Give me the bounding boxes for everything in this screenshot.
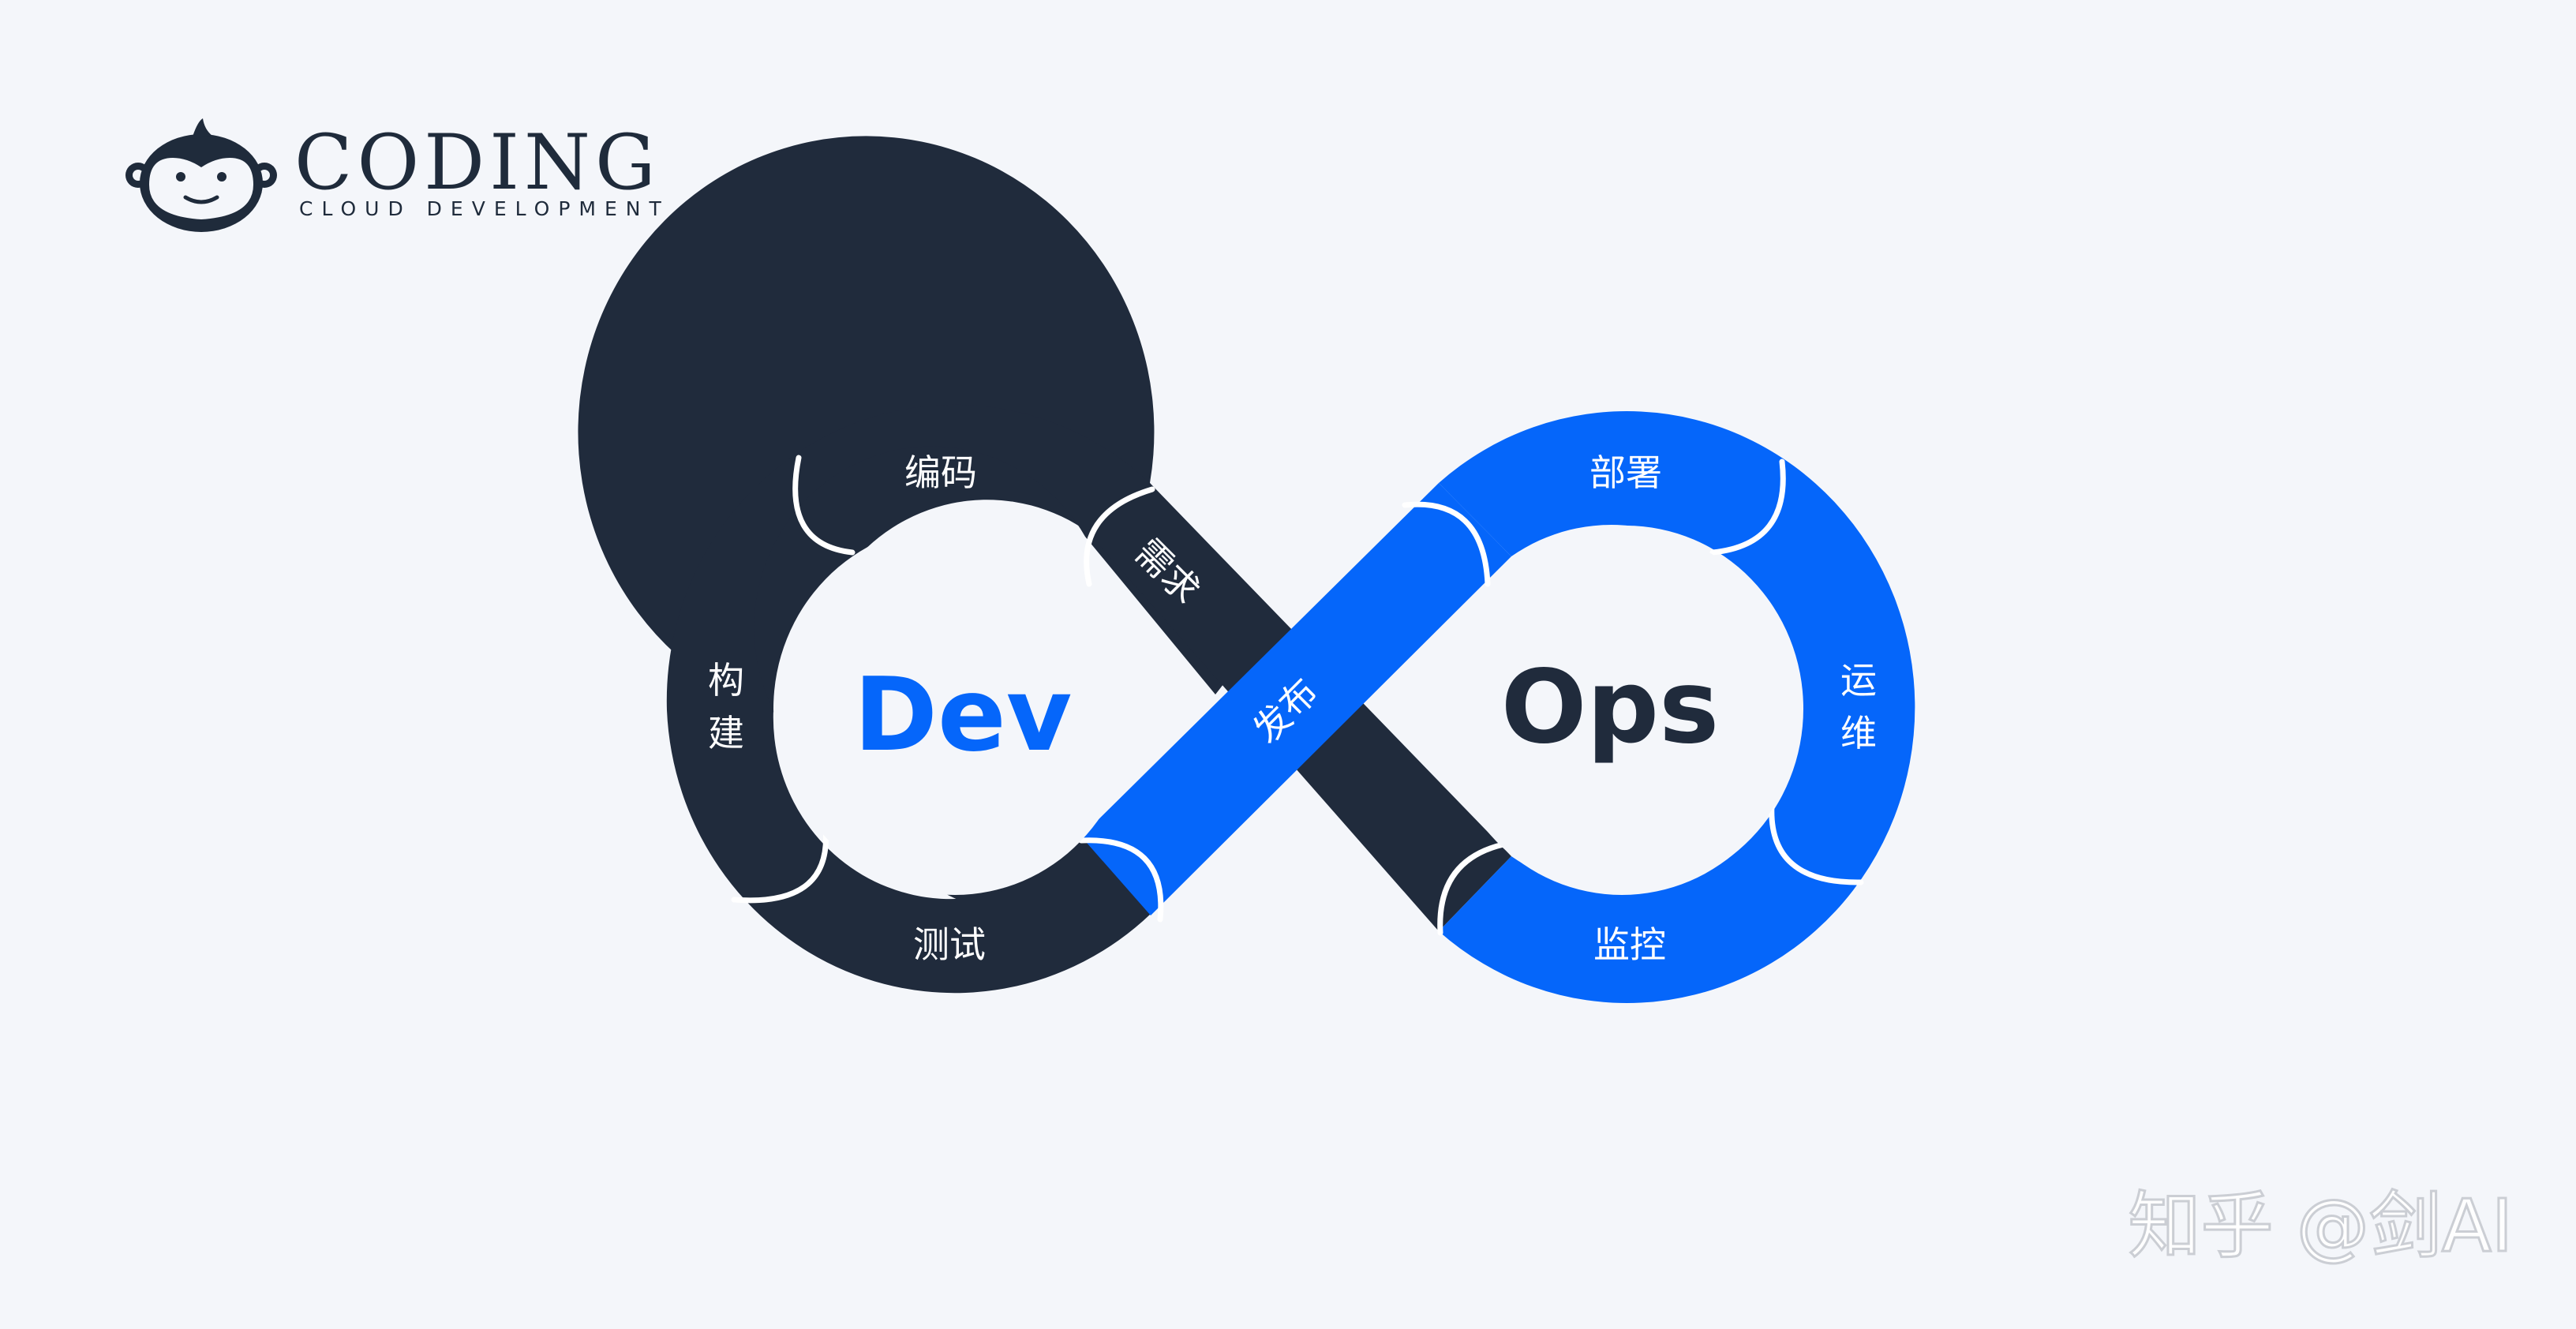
dev-left-ring (666, 404, 1271, 710)
dev-label: Dev (854, 657, 1073, 774)
dev-center (777, 529, 1133, 895)
ops-label: Ops (1501, 649, 1720, 766)
ops-center (1444, 529, 1799, 895)
stage-monitoring-label: 监控 (1593, 923, 1666, 966)
ops-loop (1081, 410, 1915, 1004)
ops-right-ring (1439, 410, 1915, 1004)
stage-operations-label-2: 维 (1840, 712, 1877, 754)
ops-crossing-arm (1081, 483, 1511, 915)
coding-logo: CODING CLOUD DEVELOPMENT (122, 118, 661, 237)
dev-left-ring (578, 136, 1155, 925)
watermark: 知乎 @剑AI (2127, 1184, 2514, 1268)
stage-build-label-1: 构 (708, 659, 744, 702)
segment-dividers (731, 455, 1864, 936)
stage-operations-label-1: 运 (1840, 659, 1877, 702)
stage-build-label-2: 建 (708, 712, 744, 754)
logo-subtitle: CLOUD DEVELOPMENT (299, 197, 670, 220)
logo-title: CODING (294, 118, 661, 207)
stage-deploy-label: 部署 (1589, 451, 1662, 494)
stage-test-label: 测试 (913, 923, 986, 966)
dev-lower-ring (667, 710, 1151, 994)
stage-coding-label: 编码 (904, 451, 977, 494)
monkey-logo-icon (125, 118, 277, 232)
